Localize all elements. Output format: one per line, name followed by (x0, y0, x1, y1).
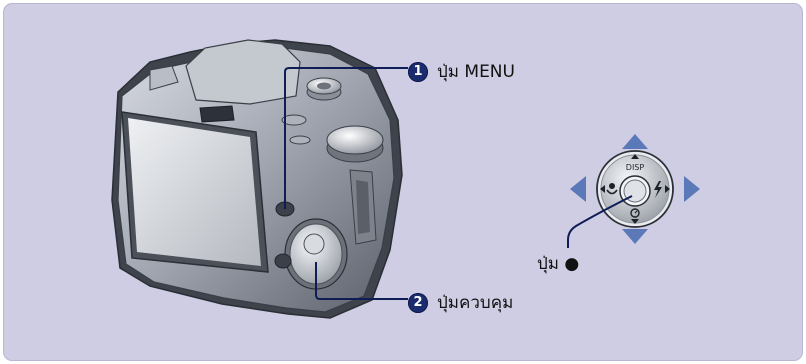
leader-line-menu (284, 67, 408, 209)
disp-label: DISP (626, 163, 645, 172)
callout-number-badge: 1 (408, 61, 428, 82)
callout-control-label: ปุ่มควบคุม (437, 293, 514, 313)
macro-icon (606, 183, 618, 195)
self-timer-icon (630, 208, 640, 218)
camera-illustration (111, 39, 403, 319)
flash-icon (654, 181, 662, 198)
control-wheel-detail (570, 134, 700, 244)
down-arrow-icon (622, 229, 648, 244)
callout-menu: 1 ปุ่ม MENU (408, 58, 515, 85)
right-arrow-icon (684, 176, 700, 202)
callout-menu-label: ปุ่ม MENU (437, 62, 515, 82)
leader-line-center (567, 195, 633, 248)
callout-number-badge: 2 (408, 292, 428, 313)
callout-control-button: 2 ปุ่มควบคุม (408, 289, 513, 316)
center-button-label: ปุ่ม ● (537, 254, 580, 274)
left-arrow-icon (570, 176, 586, 202)
up-arrow-icon (622, 134, 648, 149)
leader-line-control (315, 262, 408, 300)
